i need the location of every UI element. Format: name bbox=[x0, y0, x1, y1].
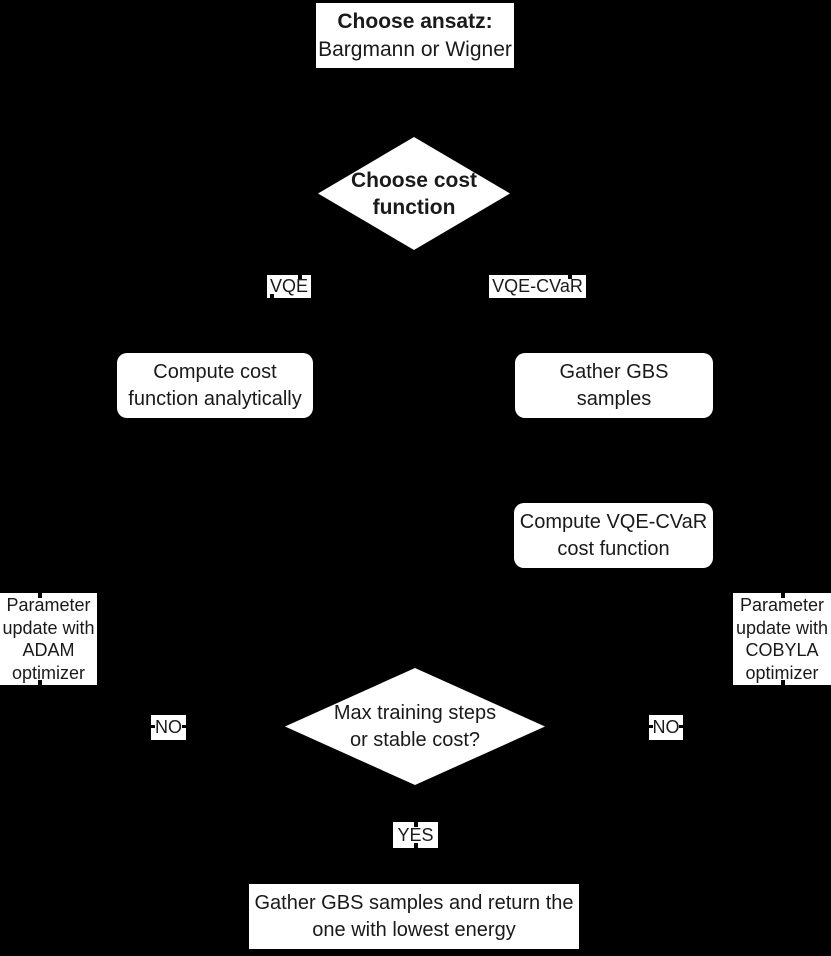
edge-label-parameter-update-adam: Parameter update with ADAM optimizer bbox=[0, 593, 97, 685]
node-compute-cvar-line1: Compute VQE-CVaR bbox=[519, 510, 708, 533]
param-cobyla-line2: update with bbox=[735, 617, 829, 638]
param-adam-line3: ADAM bbox=[22, 640, 75, 660]
node-end-line1: Gather GBS samples and return the bbox=[254, 891, 574, 914]
param-adam-line1: Parameter bbox=[6, 595, 91, 615]
decision-choose-cost-function: Choose cost function bbox=[318, 137, 510, 250]
node-compute-analytic-line1: Compute cost bbox=[153, 360, 277, 383]
arrow-fragment bbox=[414, 843, 418, 848]
decision-stop-line1: Max training steps bbox=[333, 701, 497, 724]
node-compute-vqe-cvar-cost: Compute VQE-CVaR cost function bbox=[514, 503, 713, 568]
arrow-fragment bbox=[38, 593, 42, 598]
param-adam-line2: update with bbox=[2, 617, 95, 638]
edge-label-vqe: VQE bbox=[267, 275, 311, 298]
arrow-fragment bbox=[568, 275, 572, 279]
arrow-fragment bbox=[270, 294, 274, 298]
node-end-line2: one with lowest energy bbox=[312, 918, 516, 941]
arrow-fragment bbox=[38, 680, 42, 685]
node-compute-analytic-line2: function analytically bbox=[128, 387, 302, 410]
decision-stop-line2: or stable cost? bbox=[349, 728, 481, 751]
node-gather-gbs-line1: Gather GBS bbox=[559, 360, 669, 383]
arrow-fragment bbox=[414, 822, 418, 827]
decision-choose-cost-line2: function bbox=[372, 195, 456, 219]
arrow-fragment bbox=[649, 725, 653, 728]
decision-max-steps-or-stable-cost: Max training steps or stable cost? bbox=[285, 668, 545, 785]
edge-label-no-left: NO bbox=[151, 715, 186, 740]
node-compute-cost-analytically: Compute cost function analytically bbox=[117, 353, 313, 418]
arrow-fragment bbox=[151, 725, 155, 728]
edge-label-no-right: NO bbox=[649, 715, 683, 740]
arrow-fragment bbox=[182, 725, 186, 728]
node-choose-ansatz: Choose ansatz: Bargmann or Wigner bbox=[316, 3, 514, 68]
decision-choose-cost-line1: Choose cost bbox=[350, 168, 478, 192]
node-choose-ansatz-line1: Choose ansatz: bbox=[337, 9, 493, 33]
node-gather-gbs-return-lowest: Gather GBS samples and return the one wi… bbox=[249, 884, 579, 949]
edge-label-parameter-update-cobyla: Parameter update with COBYLA optimizer bbox=[733, 593, 831, 685]
node-gather-gbs-line2: samples bbox=[576, 387, 652, 410]
node-gather-gbs-samples: Gather GBS samples bbox=[515, 353, 713, 418]
param-cobyla-line3: COBYLA bbox=[745, 640, 819, 660]
arrow-fragment bbox=[781, 593, 785, 598]
param-cobyla-line1: Parameter bbox=[739, 595, 825, 615]
arrow-fragment bbox=[298, 275, 302, 279]
edge-label-vqe-cvar: VQE-CVaR bbox=[489, 275, 586, 298]
param-adam-line4: optimizer bbox=[11, 662, 86, 683]
node-compute-cvar-line2: cost function bbox=[557, 537, 670, 560]
param-cobyla-line4: optimizer bbox=[745, 662, 819, 683]
arrow-fragment bbox=[781, 680, 785, 685]
arrow-fragment bbox=[679, 725, 683, 728]
node-choose-ansatz-line2: Bargmann or Wigner bbox=[318, 37, 512, 61]
